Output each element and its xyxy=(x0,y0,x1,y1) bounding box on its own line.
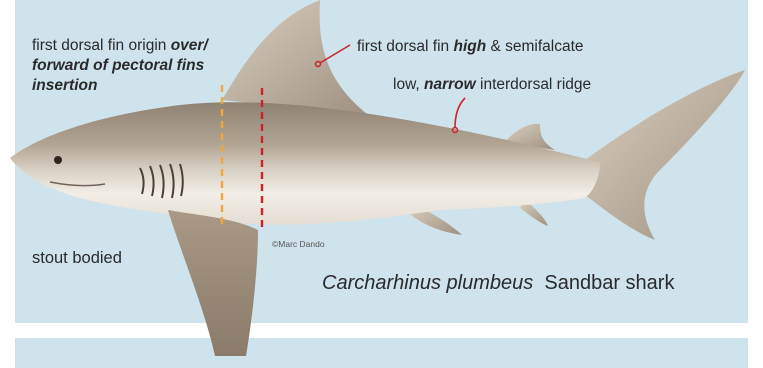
first-dorsal-fin xyxy=(222,0,372,118)
shark-body xyxy=(10,102,600,224)
ridge-annotation: low, narrow interdorsal ridge xyxy=(393,75,591,95)
dorsal-origin-line3: insertion xyxy=(32,77,97,94)
pectoral-fin xyxy=(168,210,258,356)
scientific-name: Carcharhinus plumbeus xyxy=(322,272,533,294)
dorsal-origin-line2: forward of pectoral fins xyxy=(32,57,204,74)
common-name: Sandbar shark xyxy=(544,272,674,294)
dorsal-origin-line1-plain: first dorsal fin origin xyxy=(32,37,171,54)
dorsal-high-annotation: first dorsal fin high & semifalcate xyxy=(357,37,584,57)
species-caption: Carcharhinus plumbeus Sandbar shark xyxy=(322,273,674,293)
caudal-fin xyxy=(585,70,745,240)
dorsal-origin-line1-bold: over/ xyxy=(171,37,208,54)
dorsal-origin-annotation: first dorsal fin origin over/ forward of… xyxy=(32,36,208,96)
eye xyxy=(54,156,62,164)
body-shape-annotation: stout bodied xyxy=(32,248,122,268)
ridge-pointer xyxy=(455,98,465,128)
illustrator-credit: ©Marc Dando xyxy=(272,239,325,249)
